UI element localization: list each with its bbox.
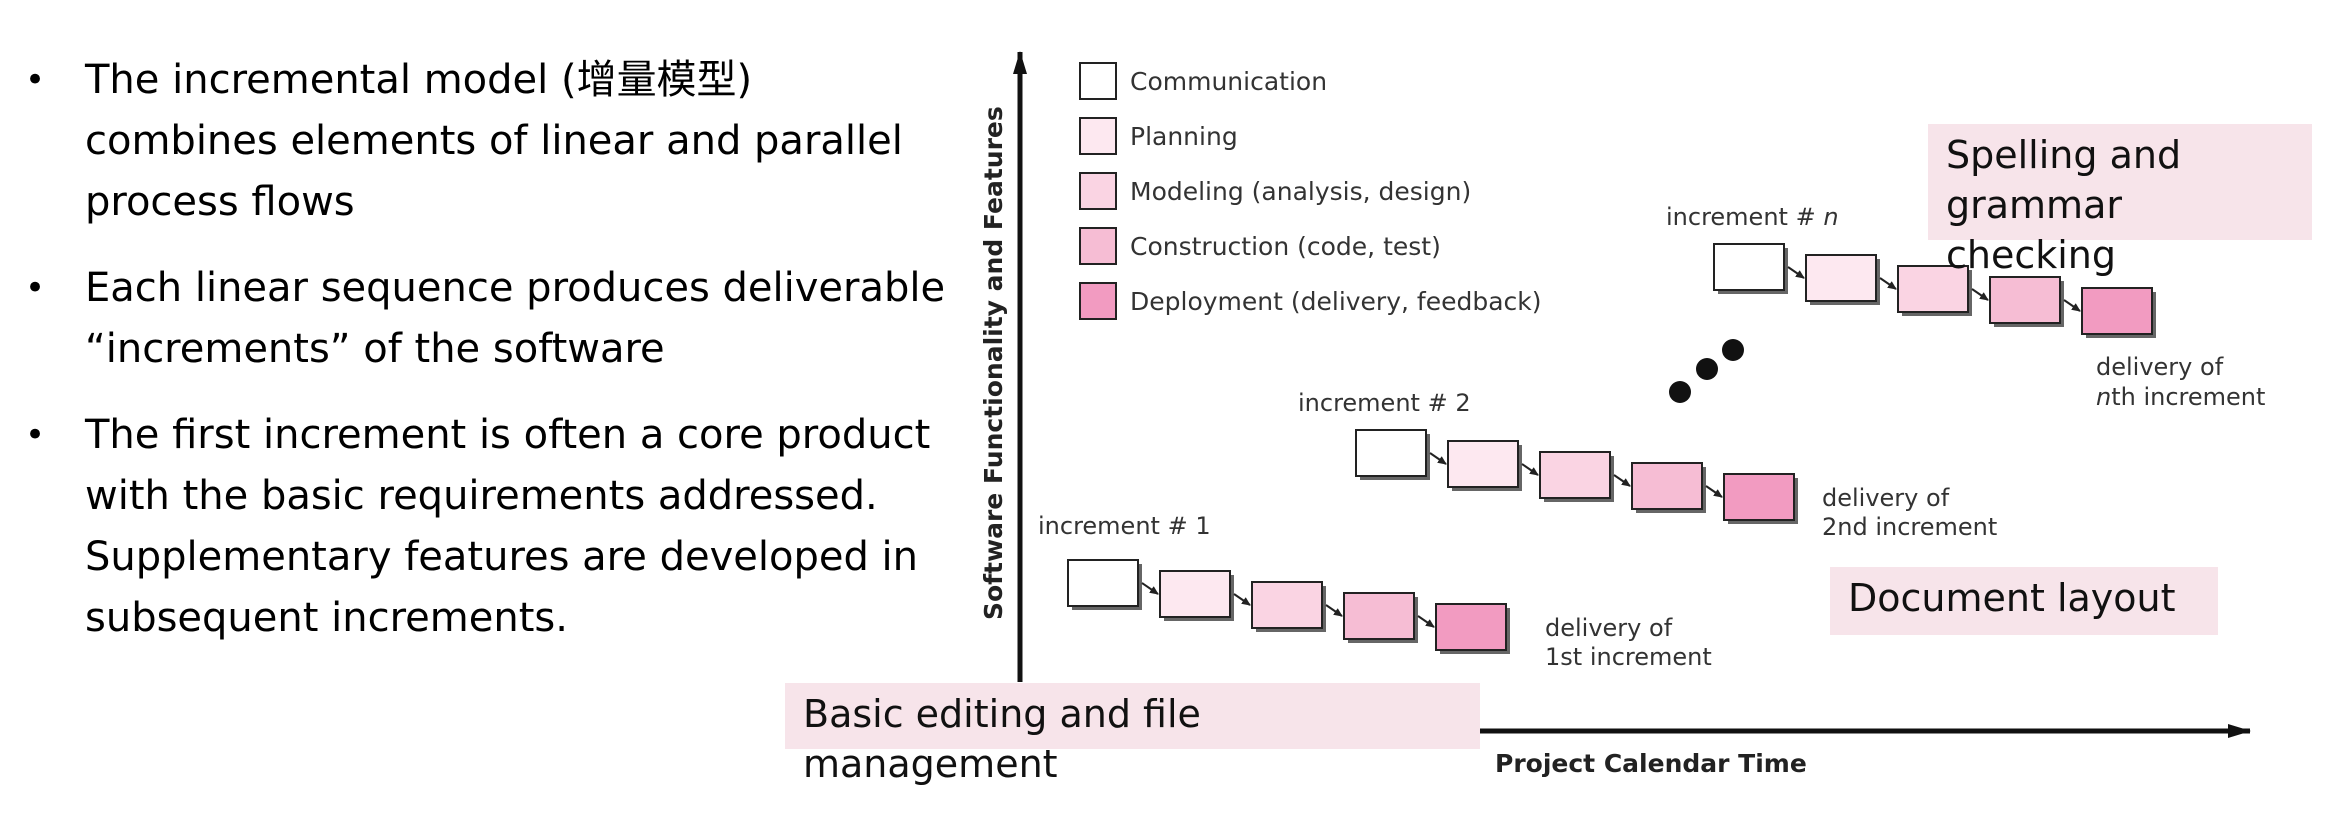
delivery-2-label-line1: delivery of (1822, 484, 1950, 512)
callout-spelling-grammar: Spelling and grammar checking (1928, 124, 2312, 277)
phase-box (1989, 276, 2061, 324)
legend-swatch (1079, 282, 1117, 320)
delivery-n-label-line1: delivery of (2096, 353, 2224, 381)
phase-arrow-icon (1429, 452, 1447, 465)
phase-arrow-icon (1705, 485, 1723, 498)
legend-swatch (1079, 227, 1117, 265)
delivery-2-label-line2: 2nd increment (1822, 513, 1997, 541)
phase-arrow-icon (1141, 582, 1159, 595)
legend-label: Deployment (delivery, feedback) (1130, 287, 1542, 316)
legend-label: Communication (1130, 67, 1327, 96)
y-axis-label: Software Functionality and Features (979, 106, 1008, 620)
phase-box (1897, 265, 1969, 313)
ellipsis-dot-icon (1696, 358, 1718, 380)
phase-arrow-icon (1971, 288, 1989, 301)
phase-box (2081, 287, 2153, 335)
bullet-text: The incremental model (增量模型) combines el… (85, 57, 903, 225)
phase-arrow-icon (1521, 463, 1539, 476)
ellipsis-dot-icon (1722, 339, 1744, 361)
bullet-item: • The incremental model (增量模型) combines … (25, 50, 955, 233)
phase-arrow-icon (1787, 266, 1805, 279)
phase-box (1159, 570, 1231, 618)
phase-arrow-icon (1879, 277, 1897, 290)
phase-box (1713, 243, 1785, 291)
delivery-n-label-line2: nth increment (2096, 383, 2265, 411)
increment-1-label: increment # 1 (1038, 512, 1211, 540)
phase-box (1447, 440, 1519, 488)
phase-box (1355, 429, 1427, 477)
legend-swatch (1079, 172, 1117, 210)
phase-box (1631, 462, 1703, 510)
bullet-dot-icon: • (25, 415, 46, 455)
bullet-item: • The first increment is often a core pr… (25, 405, 955, 649)
legend-swatch (1079, 62, 1117, 100)
phase-arrow-icon (1325, 604, 1343, 617)
legend-label: Planning (1130, 122, 1238, 151)
increment-2-label: increment # 2 (1298, 389, 1471, 417)
legend-label: Construction (code, test) (1130, 232, 1441, 261)
phase-box (1723, 473, 1795, 521)
bullet-text: The first increment is often a core prod… (85, 412, 931, 641)
increment-n-label: increment # n (1666, 203, 1839, 231)
phase-box (1343, 592, 1415, 640)
phase-box (1251, 581, 1323, 629)
callout-basic-editing: Basic editing and file management (785, 683, 1480, 786)
phase-box (1435, 603, 1507, 651)
bullet-text: Each linear sequence produces deliverabl… (85, 265, 946, 372)
phase-arrow-icon (1233, 593, 1251, 606)
bullet-dot-icon: • (25, 268, 46, 308)
legend-label: Modeling (analysis, design) (1130, 177, 1471, 206)
increment-chains (1067, 243, 2156, 654)
phase-box (1805, 254, 1877, 302)
phase-box (1067, 559, 1139, 607)
callout-document-layout: Document layout (1830, 567, 2218, 635)
bullet-list: • The incremental model (增量模型) combines … (25, 50, 955, 674)
phase-arrow-icon (1417, 615, 1435, 628)
legend-swatch (1079, 117, 1117, 155)
bullet-item: • Each linear sequence produces delivera… (25, 258, 955, 380)
ellipsis-dot-icon (1669, 381, 1691, 403)
phase-box (1539, 451, 1611, 499)
x-axis-label: Project Calendar Time (1495, 749, 1807, 778)
phase-arrow-icon (2063, 299, 2081, 312)
phase-arrow-icon (1613, 474, 1631, 487)
delivery-1-label-line1: delivery of (1545, 614, 1673, 642)
delivery-1-label-line2: 1st increment (1545, 643, 1712, 671)
bullet-dot-icon: • (25, 60, 46, 100)
